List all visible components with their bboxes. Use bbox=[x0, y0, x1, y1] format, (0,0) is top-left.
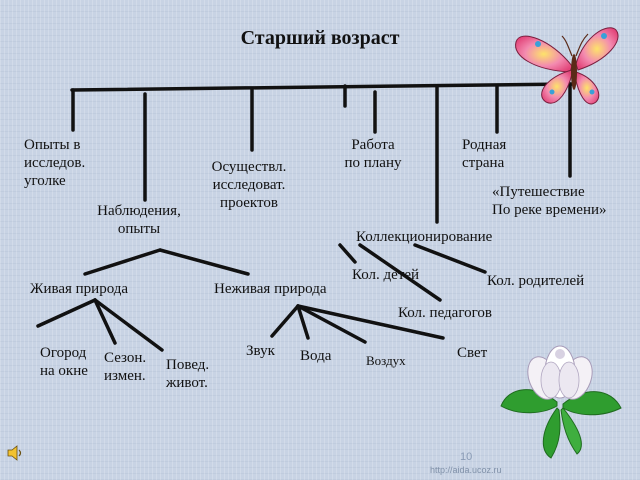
slide-number: 10 bbox=[460, 451, 473, 463]
label-poved: Повед. живот. bbox=[166, 357, 210, 391]
line-kol-pedagogi bbox=[358, 243, 442, 302]
label-vozdukh: Воздух bbox=[366, 353, 406, 368]
line-to-svet bbox=[296, 304, 445, 340]
label-ogorod: Огород на окне bbox=[40, 345, 88, 379]
label-zhivaya-priroda: Живая природа bbox=[30, 281, 129, 297]
label-puteshestvie: «Путешествие По реке времени» bbox=[492, 184, 607, 218]
label-kollektsionirovanie: Коллекционирование bbox=[356, 229, 493, 245]
line-to-voda bbox=[296, 304, 310, 340]
flower-icon bbox=[500, 345, 622, 459]
trunk-line bbox=[70, 82, 574, 92]
label-kol-pedagogov: Кол. педагогов bbox=[398, 305, 492, 321]
label-nablyudeniya: Наблюдения, опыты bbox=[97, 203, 181, 237]
label-zvuk: Звук bbox=[246, 343, 275, 359]
line-to-poved bbox=[93, 298, 164, 352]
label-sezon: Сезон. измен. bbox=[104, 350, 147, 384]
label-rabota: Работа по плану bbox=[344, 137, 402, 171]
label-osushchestvl: Осуществл. исследоват. проектов bbox=[211, 159, 287, 211]
line-to-sezon bbox=[93, 298, 117, 345]
label-voda: Вода bbox=[300, 348, 332, 364]
speaker-icon[interactable] bbox=[6, 444, 24, 462]
watermark: http://aida.ucoz.ru bbox=[430, 465, 502, 475]
line-to-zhivaya bbox=[83, 248, 162, 276]
line-to-nezhivaya bbox=[158, 248, 250, 276]
label-rodnaya: Родная страна bbox=[462, 137, 507, 171]
line-to-ogorod bbox=[36, 298, 97, 328]
slide-title: Старший возраст bbox=[240, 27, 400, 49]
label-opyty: Опыты в исследов. уголке bbox=[24, 137, 86, 189]
line-to-zvuk bbox=[270, 304, 300, 338]
label-nezhivaya-priroda: Неживая природа bbox=[214, 281, 327, 297]
label-kol-roditeley: Кол. родителей bbox=[487, 273, 585, 289]
label-kol-detey: Кол. детей bbox=[352, 267, 420, 283]
line-kol-deti bbox=[338, 243, 357, 264]
line-to-vozdukh bbox=[296, 304, 367, 344]
line-kol-roditeli bbox=[413, 243, 487, 274]
butterfly-icon bbox=[515, 27, 619, 105]
label-svet: Свет bbox=[457, 345, 488, 361]
